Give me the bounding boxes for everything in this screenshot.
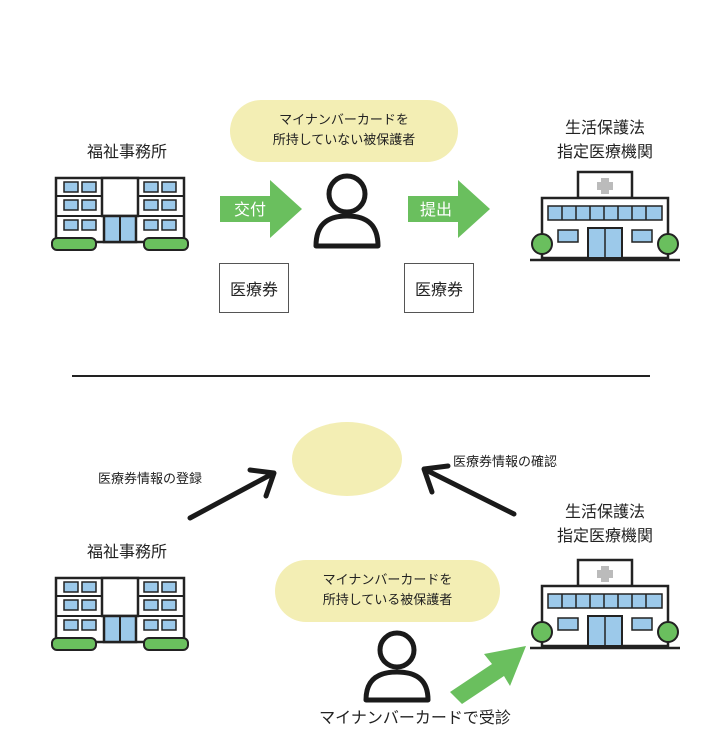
section-divider bbox=[72, 375, 650, 377]
welfare-office-label-bottom: 福祉事務所 bbox=[86, 542, 167, 561]
institution-label-line-1: 生活保護法 bbox=[564, 502, 645, 521]
welfare-office-label-top: 福祉事務所 bbox=[86, 142, 167, 161]
institution-label-top: 生活保護法 指定医療機関 bbox=[540, 116, 670, 164]
register-arrow-icon bbox=[187, 467, 277, 521]
bubble-line-2: 所持していない被保護者 bbox=[272, 133, 416, 148]
speech-bubble-with-card: マイナンバーカードを 所持している被保護者 bbox=[275, 560, 500, 622]
confirm-info-label: 医療券情報の確認 bbox=[453, 455, 558, 470]
issue-arrow-icon bbox=[220, 180, 302, 238]
welfare-office-building-icon bbox=[51, 576, 189, 651]
visit-with-card-label: マイナンバーカードで受診 bbox=[319, 708, 511, 727]
bubble-line-1: マイナンバーカードを bbox=[279, 113, 409, 128]
institution-label-line-1: 生活保護法 bbox=[564, 118, 645, 137]
central-system-oval bbox=[292, 422, 402, 496]
submit-arrow-icon bbox=[408, 180, 490, 238]
speech-bubble-no-card: マイナンバーカードを 所持していない被保護者 bbox=[230, 100, 458, 162]
bubble-line-1: マイナンバーカードを bbox=[322, 573, 453, 588]
issue-arrow-label: 交付 bbox=[234, 200, 267, 219]
bubble-line-2: 所持している被保護者 bbox=[322, 593, 453, 608]
medical-ticket-right: 医療券 bbox=[404, 263, 474, 313]
welfare-office-building-icon bbox=[51, 176, 189, 251]
visit-arrow-icon bbox=[450, 646, 526, 704]
person-icon bbox=[363, 630, 431, 703]
confirm-arrow-icon bbox=[421, 463, 517, 517]
hospital-building-icon bbox=[530, 558, 680, 650]
institution-label-bottom: 生活保護法 指定医療機関 bbox=[540, 500, 670, 548]
medical-ticket-left: 医療券 bbox=[219, 263, 289, 313]
hospital-building-icon bbox=[530, 170, 680, 262]
submit-arrow-label: 提出 bbox=[420, 200, 453, 219]
person-icon bbox=[313, 173, 381, 249]
institution-label-line-2: 指定医療機関 bbox=[556, 142, 653, 161]
institution-label-line-2: 指定医療機関 bbox=[556, 526, 653, 545]
register-info-label: 医療券情報の登録 bbox=[98, 472, 203, 487]
